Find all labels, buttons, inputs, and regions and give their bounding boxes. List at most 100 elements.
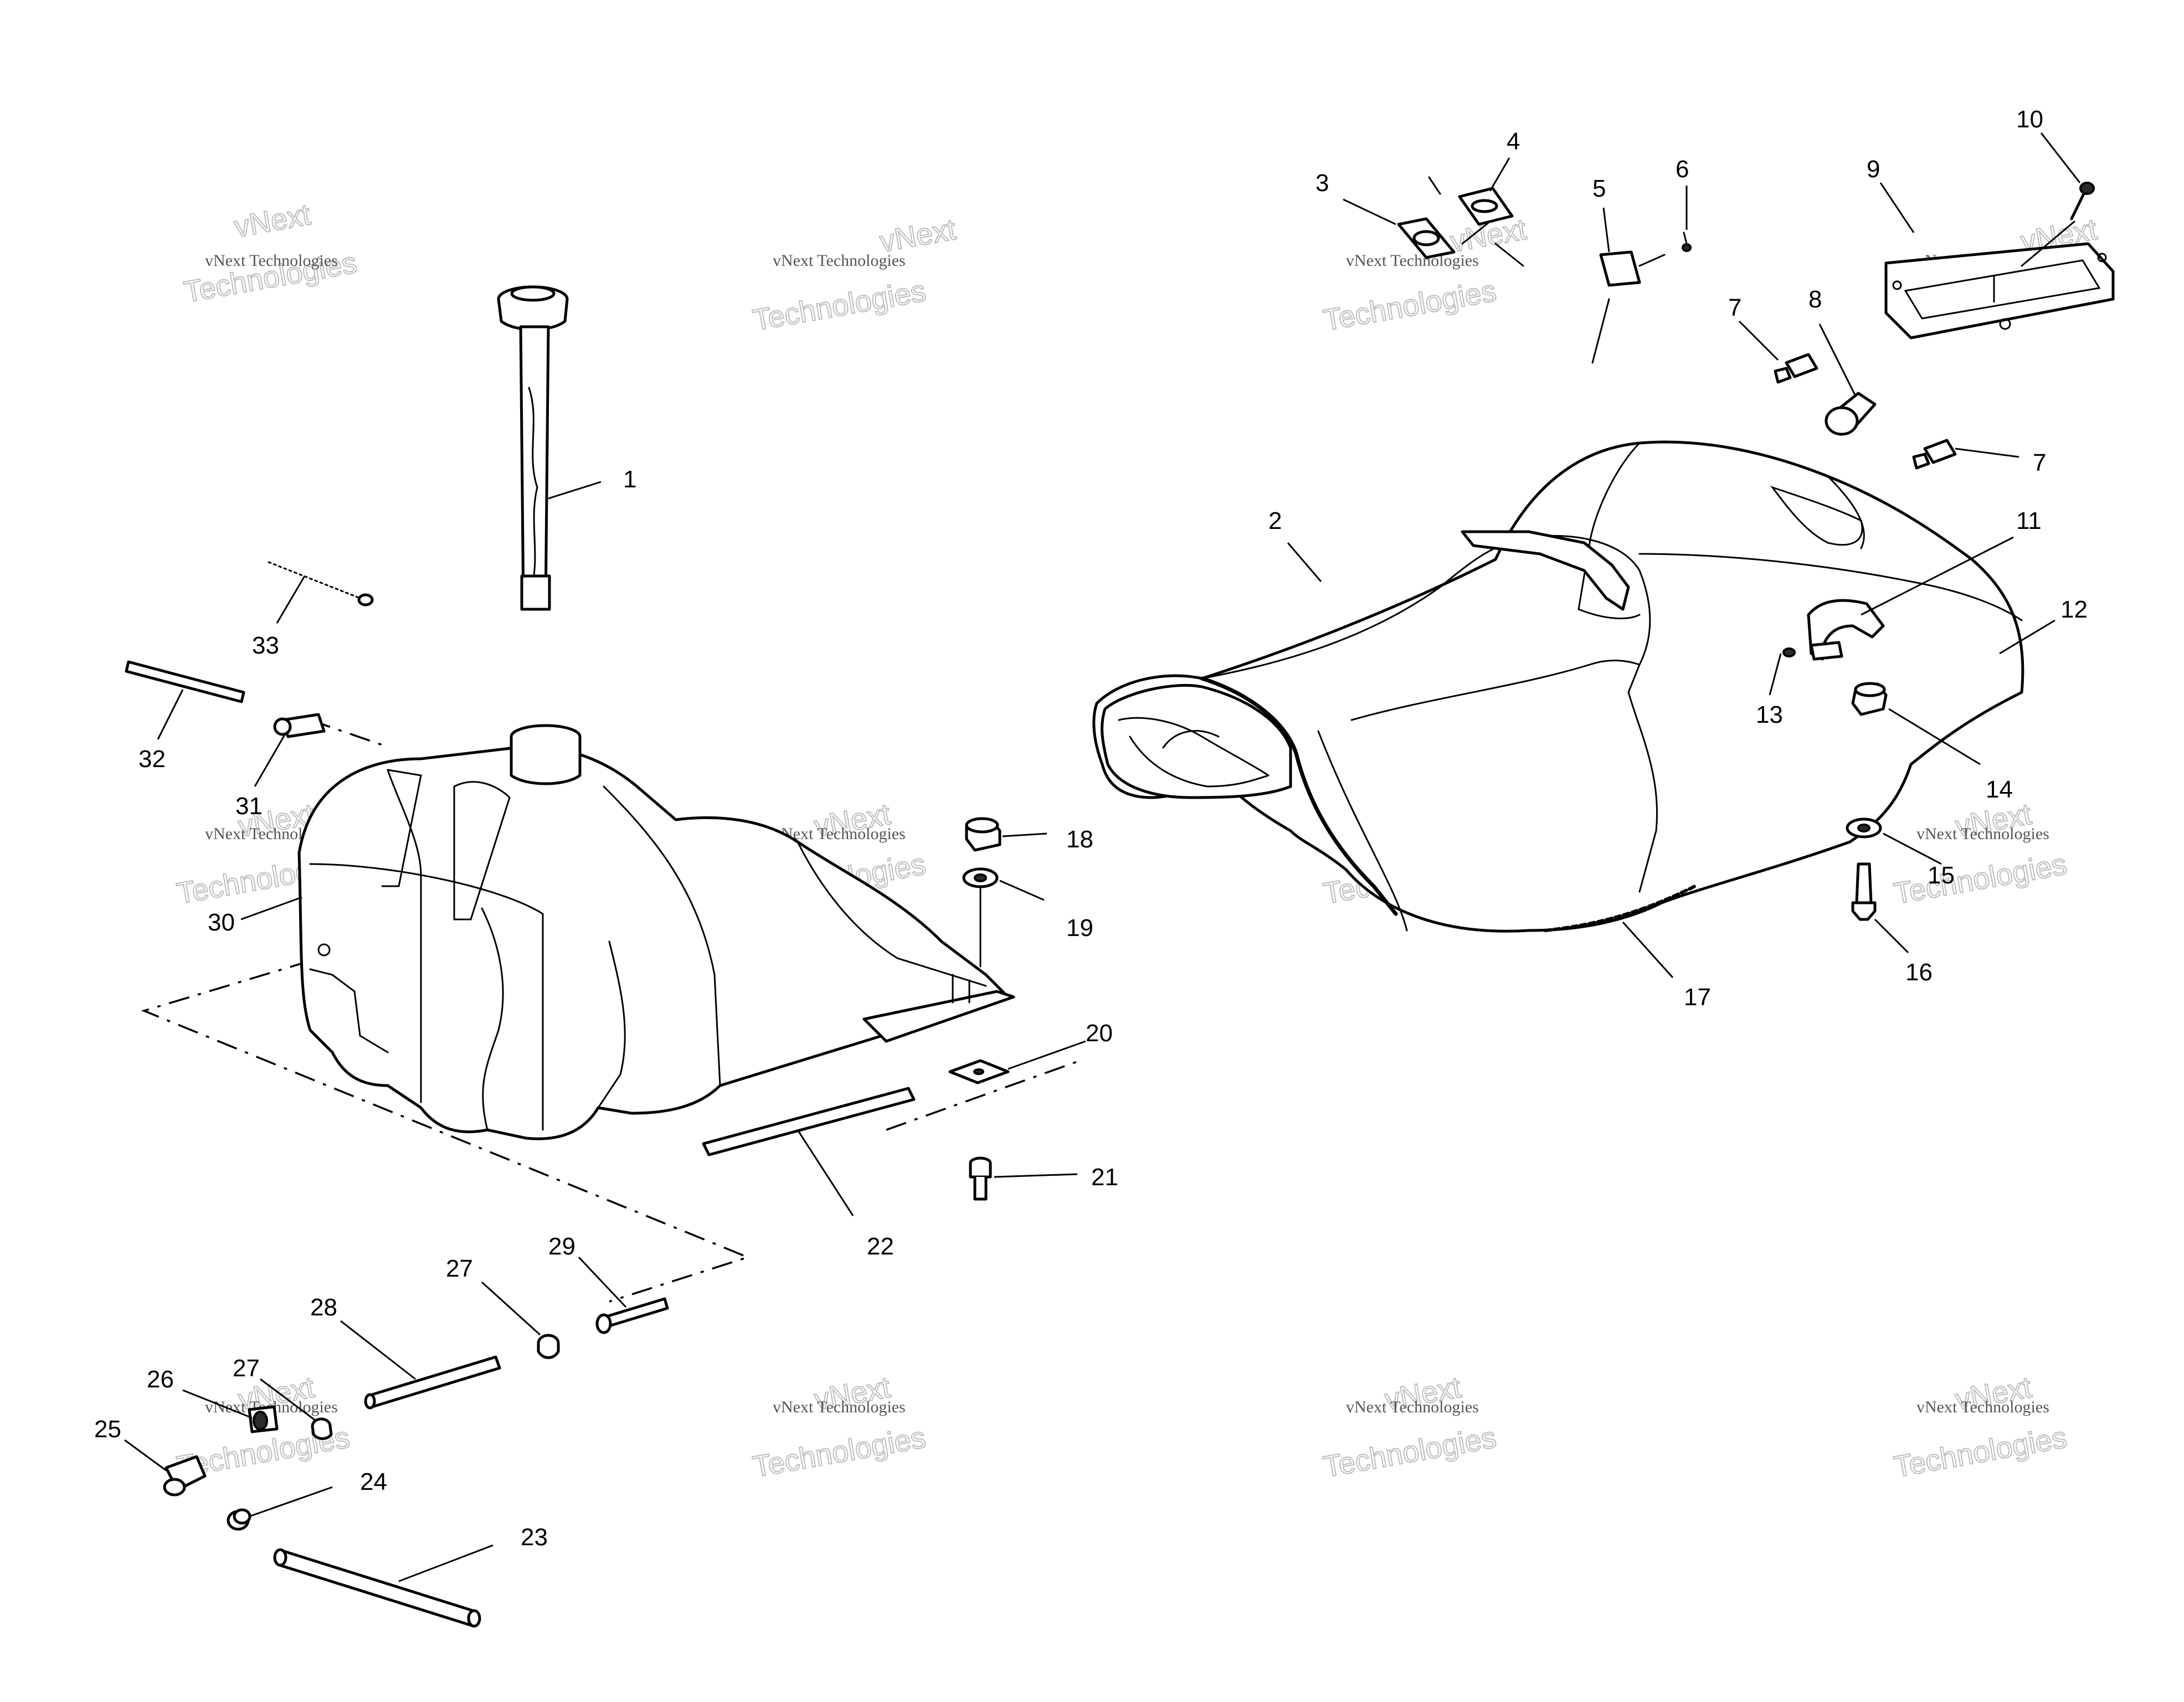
callout-9: 9 xyxy=(1867,156,1880,183)
watermark-bottom-right: vNext Technologies xyxy=(1891,1370,2070,1484)
seat-front-inner xyxy=(1118,717,1270,777)
callout-15: 15 xyxy=(1928,862,1955,889)
callout-31: 31 xyxy=(235,793,263,820)
bumper-8[interactable] xyxy=(1825,392,1877,436)
clip-33[interactable] xyxy=(268,561,374,606)
seat-front-inner xyxy=(1129,736,1270,788)
hose-23[interactable] xyxy=(273,1548,481,1628)
callout-17: 17 xyxy=(1684,984,1711,1011)
leader-1 xyxy=(548,481,602,500)
callout-10: 10 xyxy=(2016,106,2043,133)
rivet-7[interactable] xyxy=(1774,353,1818,384)
watermark-text: vNext Technologies xyxy=(205,251,338,270)
watermark-big-vnext: vNext xyxy=(232,198,313,244)
washer-15[interactable] xyxy=(1846,817,1882,839)
strip-22[interactable] xyxy=(702,1087,916,1156)
bracket-11[interactable] xyxy=(1807,599,1885,661)
hose-28[interactable] xyxy=(364,1355,501,1410)
fuel-tank-neck-body xyxy=(510,735,582,785)
bolt-16[interactable] xyxy=(1851,862,1877,921)
watermark-text: vNext Technologies xyxy=(1346,251,1479,270)
callout-7-second: 7 xyxy=(2033,449,2046,476)
watermark-text: vNext Technologies xyxy=(1916,1398,2049,1416)
leader-11 xyxy=(1861,536,2014,616)
clamp-24[interactable] xyxy=(227,1508,251,1531)
leader-31 xyxy=(254,733,286,787)
elbow-25[interactable] xyxy=(163,1455,207,1497)
callout-11: 11 xyxy=(2016,507,2042,534)
leader-2 xyxy=(1287,542,1322,582)
callouts: 1 2 3 4 5 6 7 8 7 9 10 11 12 13 14 15 16… xyxy=(94,106,2088,1551)
seat-piping xyxy=(1200,676,1398,916)
leader-22 xyxy=(796,1129,854,1216)
fuel-gauge-sender[interactable] xyxy=(497,285,569,611)
screw-10[interactable] xyxy=(2021,182,2095,267)
callout-1: 1 xyxy=(623,466,636,493)
seat-assembly[interactable] xyxy=(1092,440,2024,933)
watermark-big-technologies: Technologies xyxy=(1892,847,2069,911)
grommet-26[interactable] xyxy=(248,1405,279,1433)
tank-contour xyxy=(597,940,626,1109)
seat-contour xyxy=(1827,475,1865,549)
leader-4 xyxy=(1489,157,1510,192)
callout-25: 25 xyxy=(94,1416,121,1443)
leader-14 xyxy=(1888,708,1981,765)
callout-33: 33 xyxy=(252,632,279,659)
callout-7: 7 xyxy=(1728,294,1741,321)
fitting-31[interactable] xyxy=(273,713,326,738)
leader-7b xyxy=(1955,448,2019,458)
fuel-tank[interactable] xyxy=(297,745,1010,1140)
watermark-big-technologies: Technologies xyxy=(751,274,928,337)
washer-19[interactable] xyxy=(962,867,999,968)
seat-contour xyxy=(1317,730,1408,932)
leader-16 xyxy=(1874,918,1909,954)
leader-26 xyxy=(182,1389,253,1419)
screw-6[interactable] xyxy=(1682,232,1692,252)
watermark-bottom-right-center: vNext Technologies xyxy=(1320,1370,1499,1484)
callout-13: 13 xyxy=(1756,701,1783,728)
pin-29[interactable] xyxy=(595,1297,669,1334)
tail-light-9[interactable] xyxy=(1884,242,2115,340)
callout-12: 12 xyxy=(2060,596,2088,623)
bracket-3[interactable] xyxy=(1397,176,1456,259)
nut-18[interactable] xyxy=(965,817,1001,852)
tank-contour xyxy=(309,968,389,1053)
seat-front-inner xyxy=(1162,730,1220,749)
watermark-top-left: vNext Technologies xyxy=(181,197,360,310)
tank-strap xyxy=(453,781,511,921)
leader-3 xyxy=(1343,198,1396,225)
plug-27[interactable] xyxy=(537,1334,560,1359)
callout-8: 8 xyxy=(1808,286,1822,313)
watermark-text: vNext Technologies xyxy=(1346,1398,1479,1416)
pad-20[interactable] xyxy=(948,1059,1010,1084)
callout-20: 20 xyxy=(1086,1020,1113,1047)
hose-32[interactable] xyxy=(125,660,245,703)
callout-18: 18 xyxy=(1066,826,1093,853)
leader-24 xyxy=(249,1486,333,1518)
leader-28 xyxy=(340,1320,416,1380)
seat-contour xyxy=(1201,535,1641,680)
leader-lines xyxy=(124,132,2081,1582)
seat-contour xyxy=(1627,569,1658,893)
nut-14[interactable] xyxy=(1851,682,1888,716)
plate-5[interactable] xyxy=(1591,250,1666,364)
callout-27-second: 27 xyxy=(233,1355,260,1382)
watermark-big-technologies: Technologies xyxy=(1892,1421,2069,1484)
screw-13[interactable] xyxy=(1782,647,1796,657)
callout-32: 32 xyxy=(138,745,166,773)
callout-27: 27 xyxy=(446,1255,473,1282)
callout-26: 26 xyxy=(147,1366,174,1393)
seat-body xyxy=(1092,440,2024,933)
bracket-4[interactable] xyxy=(1458,187,1524,267)
callout-3: 3 xyxy=(1315,169,1329,197)
rivet-7-lower[interactable] xyxy=(1912,439,1957,470)
leader-8 xyxy=(1818,323,1857,397)
watermark-bottom-center: vNext Technologies xyxy=(750,1370,929,1484)
seat-strap xyxy=(1461,530,1630,611)
leader-33 xyxy=(276,575,306,624)
plug-27-lower[interactable] xyxy=(311,1417,333,1440)
callout-24: 24 xyxy=(360,1468,387,1495)
bolt-21[interactable] xyxy=(969,1156,992,1201)
watermark-big-technologies: Technologies xyxy=(1321,274,1499,337)
